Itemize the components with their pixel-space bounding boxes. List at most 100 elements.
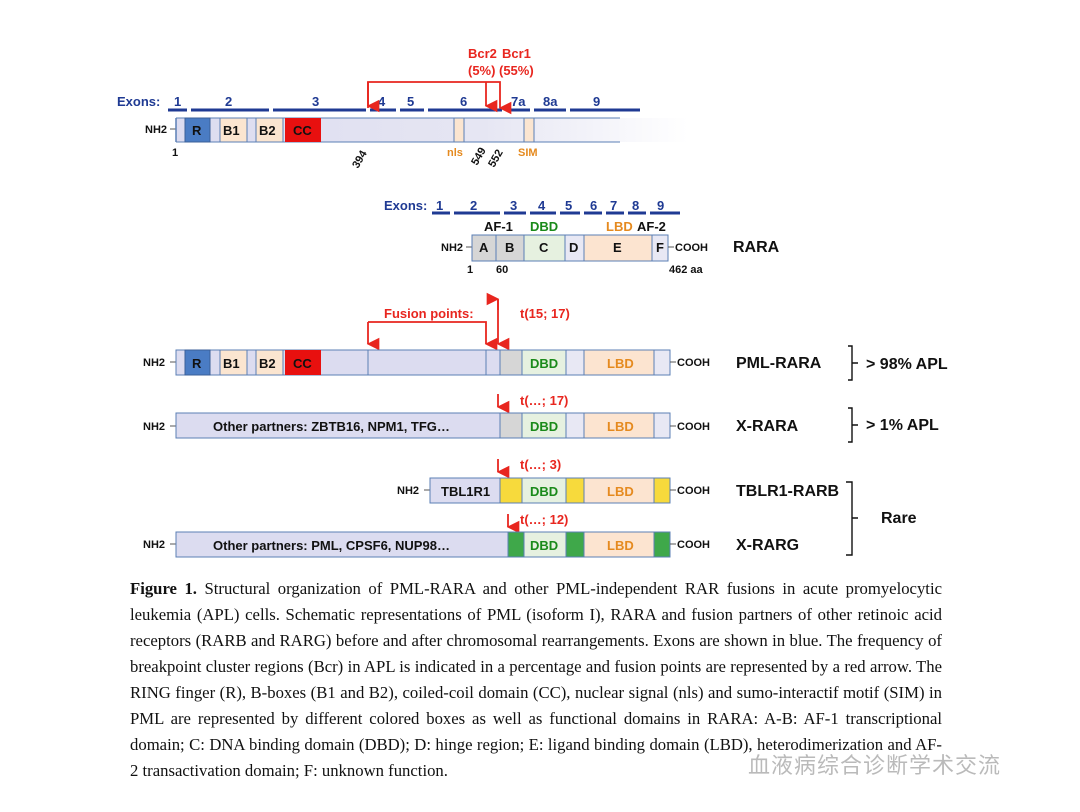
tblr1-rarb-cterm: COOH xyxy=(677,485,710,497)
x-rarg-diagram: t(…; 12) NH2 Other partners: PML, CPSF6,… xyxy=(143,481,917,558)
pml-rara-diagram: Fusion points: t(15; 17) NH2 R B1 B2 CC … xyxy=(143,292,948,381)
bcr2-label: Bcr2 xyxy=(468,46,497,61)
pml-exon-2: 2 xyxy=(225,94,232,109)
pml-exon-9: 9 xyxy=(593,94,600,109)
t-x-12-label: t(…; 12) xyxy=(520,512,568,527)
pml-cc-domain xyxy=(285,118,321,142)
rara-exon-2: 2 xyxy=(470,198,477,213)
pml-rara-dbd-label: DBD xyxy=(530,356,558,371)
tblr1-partner-part xyxy=(429,477,501,504)
pml-pos-552: 552 xyxy=(486,148,506,170)
pml-rara-b1 xyxy=(219,349,248,376)
x-rara-lbd-label: LBD xyxy=(607,419,634,434)
pml-ring-label: R xyxy=(192,123,202,138)
pml-rara-name: PML-RARA xyxy=(736,355,822,372)
pml-protein-bar xyxy=(176,118,688,142)
x-rarg-dbd xyxy=(523,531,567,558)
pml-exon-4: 4 xyxy=(378,94,386,109)
x-rara-name: X-RARA xyxy=(736,418,799,435)
pml-exon-5: 5 xyxy=(407,94,414,109)
pml-rara-b2-label: B2 xyxy=(259,356,276,371)
x-rara-lbd xyxy=(583,412,655,439)
x-rara-partners: Other partners: ZBTB16, NPM1, TFG… xyxy=(213,419,450,434)
x-rara-f-domain xyxy=(653,412,671,439)
rara-domain-f-label: F xyxy=(656,240,664,255)
pml-exon-6: 6 xyxy=(460,94,467,109)
pml-rara-nterm: NH2 xyxy=(143,357,165,369)
x-rara-dbd-label: DBD xyxy=(530,419,558,434)
pml-b2-domain xyxy=(255,117,284,143)
pml-rara-ring xyxy=(184,349,211,376)
pml-sim-box xyxy=(523,117,535,143)
rara-domain-a-label: A xyxy=(479,240,489,255)
pml-b1-label: B1 xyxy=(223,123,240,138)
tblr1-rarb-d-domain xyxy=(565,477,585,504)
pml-rara-lbd xyxy=(583,349,655,376)
pml-exon-1: 1 xyxy=(174,94,181,109)
x-rarg-partners: Other partners: PML, CPSF6, NUP98… xyxy=(213,538,450,553)
pml-rara-d-domain xyxy=(565,349,585,376)
tblr1-label: TBL1R1 xyxy=(441,484,490,499)
pml-rara-cc xyxy=(285,350,321,375)
tblr1-rarb-name: TBLR1-RARB xyxy=(736,483,839,500)
t15-17-label: t(15; 17) xyxy=(520,306,570,321)
pml-pos-394: 394 xyxy=(350,148,370,171)
tblr1-rarb-nterm: NH2 xyxy=(397,485,419,497)
watermark: 血液病综合诊断学术交流 xyxy=(748,754,1002,779)
pml-bcr-arrows xyxy=(366,81,512,115)
rara-domain-e xyxy=(583,234,653,262)
x-rara-nterm: NH2 xyxy=(143,421,165,433)
tblr1-rarb-lbd-label: LBD xyxy=(607,484,634,499)
pml-cc-label: CC xyxy=(293,123,312,138)
rara-domain-e-label: E xyxy=(613,240,622,255)
rara-cterm: COOH xyxy=(675,242,708,254)
pml-rara-f-domain xyxy=(653,349,671,376)
pml-b1-domain xyxy=(219,117,248,143)
figure-caption: Figure 1. Structural organization of PML… xyxy=(130,576,942,784)
pml-sim-label: SIM xyxy=(518,147,538,159)
tblr1-rarb-diagram: t(…; 3) NH2 TBL1R1 DBD LBD COOH TBLR1-RA… xyxy=(397,457,839,504)
pml-pos-1: 1 xyxy=(172,147,178,159)
pml-rara-ring-label: R xyxy=(192,356,202,371)
bcr2-percent: (5%) xyxy=(468,63,495,78)
x-rarg-nterm: NH2 xyxy=(143,539,165,551)
rara-nterm: NH2 xyxy=(441,242,463,254)
rare-label: Rare xyxy=(881,510,917,527)
rara-exon-7: 7 xyxy=(610,198,617,213)
pml-rara-dbd xyxy=(521,349,567,376)
x-rarg-d-domain xyxy=(565,531,585,558)
rara-exon-4: 4 xyxy=(538,198,546,213)
pml-ring-domain xyxy=(184,117,211,143)
pml-rara-b-domain xyxy=(499,349,523,376)
pml-rara-frequency: > 98% APL xyxy=(866,356,948,373)
pml-exon-8a: 8a xyxy=(543,94,558,109)
pml-rara-cc-label: CC xyxy=(293,356,312,371)
rara-exon-5: 5 xyxy=(565,198,572,213)
x-rarg-partner-part xyxy=(175,531,509,558)
rara-domain-c-label: C xyxy=(539,240,549,255)
fusion-points-label: Fusion points: xyxy=(384,306,474,321)
rara-pos-60: 60 xyxy=(496,264,508,276)
bcr1-percent: (55%) xyxy=(499,63,534,78)
pml-nls-box xyxy=(453,117,465,143)
x-rara-cterm: COOH xyxy=(677,421,710,433)
rara-lbd-label: LBD xyxy=(606,219,633,234)
x-rarg-f-domain xyxy=(653,531,671,558)
x-rara-diagram: t(…; 17) NH2 Other partners: ZBTB16, NPM… xyxy=(143,393,939,443)
rara-af1-label: AF-1 xyxy=(484,219,513,234)
t-x-3-label: t(…; 3) xyxy=(520,457,561,472)
rara-exon-1: 1 xyxy=(436,198,443,213)
x-rara-frequency: > 1% APL xyxy=(866,417,939,434)
rara-exon-3: 3 xyxy=(510,198,517,213)
x-rarg-cterm: COOH xyxy=(677,539,710,551)
pml-rara-b2 xyxy=(255,349,284,376)
tblr1-rarb-b-domain xyxy=(499,477,523,504)
pml-rara-b1-label: B1 xyxy=(223,356,240,371)
x-rarg-lbd-label: LBD xyxy=(607,538,634,553)
x-rarg-b-domain xyxy=(507,531,525,558)
pml-diagram: Exons: 1 2 3 4 5 6 7a 8a 9 Bcr2 (5%) Bcr… xyxy=(117,46,688,171)
figure-caption-text: Structural organization of PML-RARA and … xyxy=(130,579,942,780)
rara-exon-9: 9 xyxy=(657,198,664,213)
fusion-point-arrows xyxy=(366,292,510,351)
rara-pos-end: 462 aa xyxy=(669,264,704,276)
